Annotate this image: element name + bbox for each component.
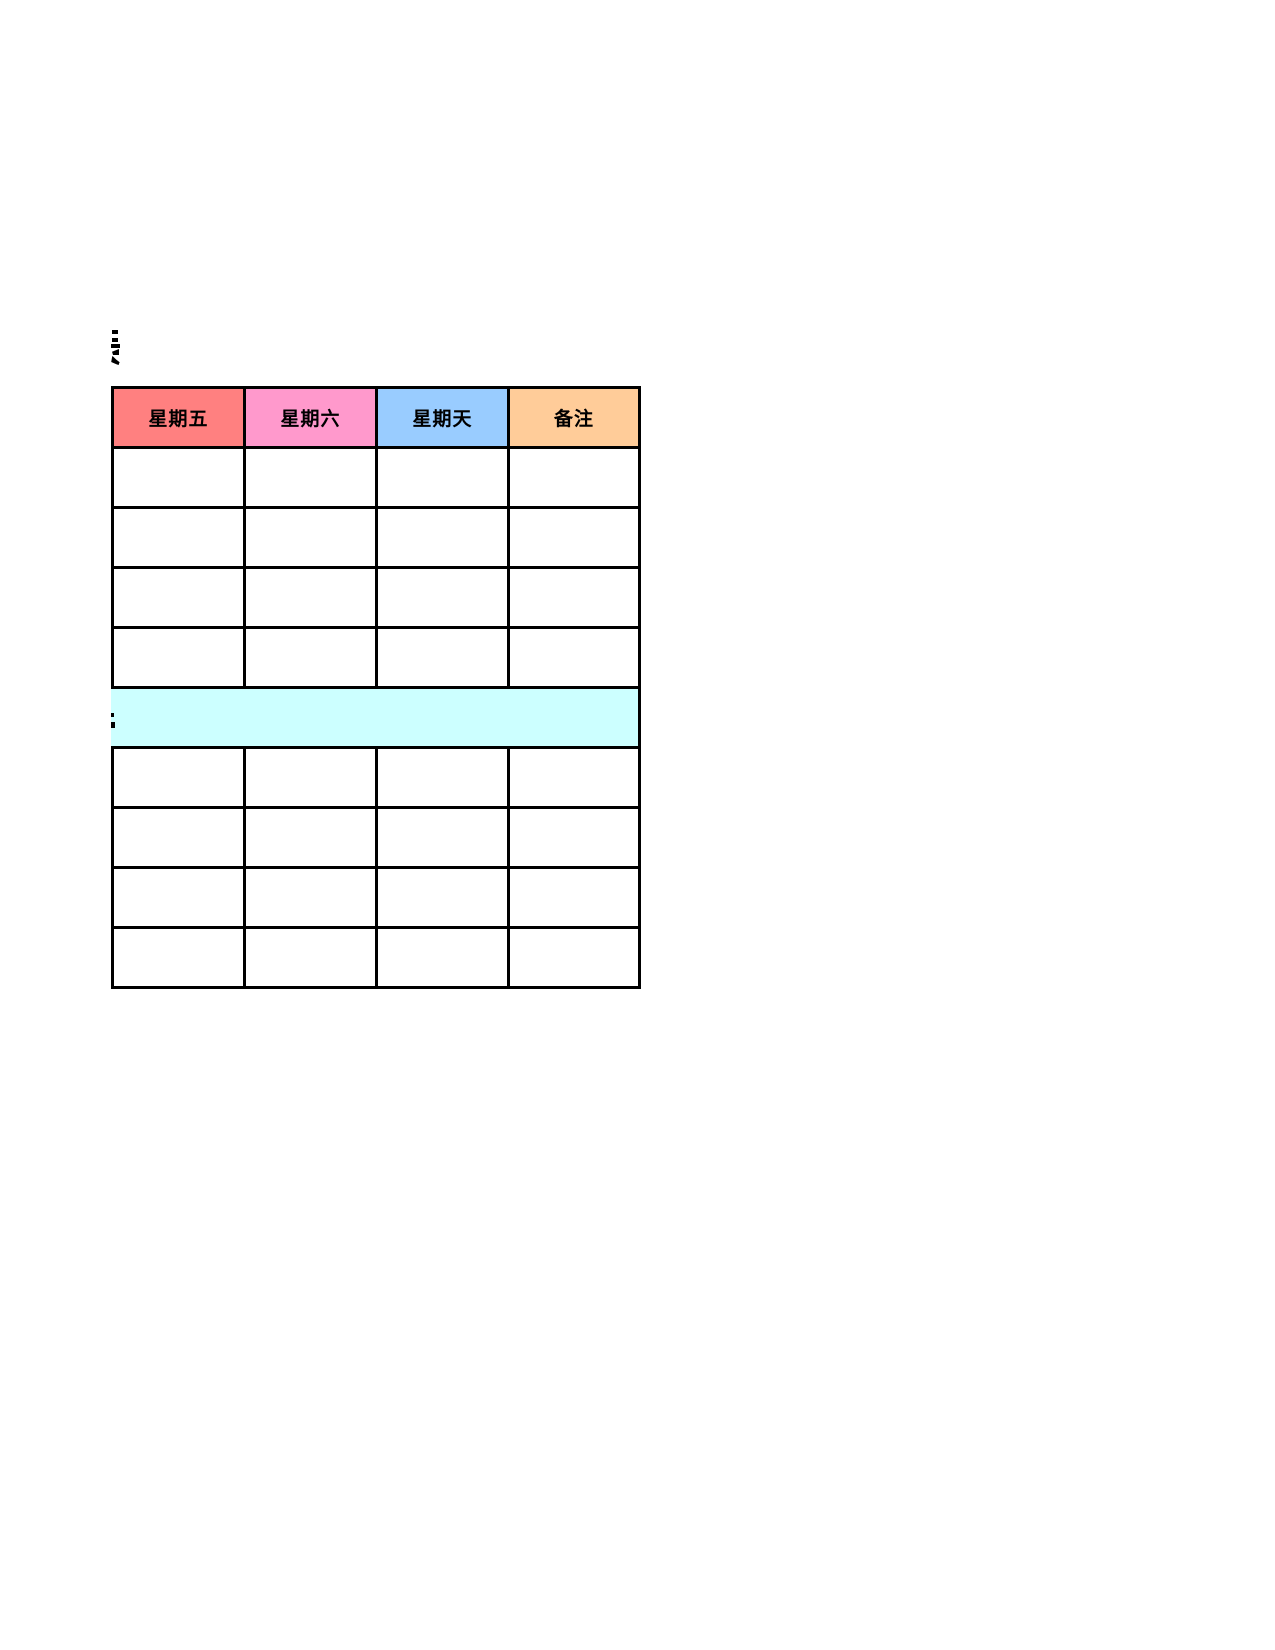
table-cell bbox=[375, 446, 510, 509]
table-cell bbox=[243, 566, 378, 629]
table-cell bbox=[111, 506, 246, 569]
header-cell-sunday: 星期天 bbox=[375, 386, 510, 449]
divider-row bbox=[111, 686, 641, 749]
header-cell-remarks: 备注 bbox=[507, 386, 641, 449]
table-row bbox=[111, 566, 641, 629]
table-cell bbox=[111, 446, 246, 509]
table-cell bbox=[111, 866, 246, 929]
clipped-text-fragment-divider bbox=[111, 713, 116, 729]
table-cell bbox=[243, 746, 378, 809]
table-cell bbox=[507, 746, 641, 809]
divider-cell bbox=[111, 686, 641, 749]
table-cell bbox=[111, 926, 246, 989]
table-row bbox=[111, 626, 641, 689]
table-cell bbox=[507, 566, 641, 629]
table-cell bbox=[111, 566, 246, 629]
table-cell bbox=[243, 926, 378, 989]
table-cell bbox=[375, 506, 510, 569]
header-cell-saturday: 星期六 bbox=[243, 386, 378, 449]
table-cell bbox=[507, 866, 641, 929]
clipped-text-fragment-top bbox=[111, 330, 121, 366]
table-cell bbox=[507, 506, 641, 569]
table-cell bbox=[375, 626, 510, 689]
table-cell bbox=[243, 866, 378, 929]
table-row bbox=[111, 746, 641, 809]
duty-roster-table: 星期五 星期六 星期天 备注 bbox=[111, 386, 641, 989]
table-cell bbox=[375, 926, 510, 989]
table-row bbox=[111, 866, 641, 929]
table-cell bbox=[243, 506, 378, 569]
table-cell bbox=[375, 566, 510, 629]
table-cell bbox=[375, 866, 510, 929]
table-row bbox=[111, 806, 641, 869]
table-cell bbox=[243, 626, 378, 689]
table-cell bbox=[111, 746, 246, 809]
table-row bbox=[111, 446, 641, 509]
table-cell bbox=[111, 626, 246, 689]
table-cell bbox=[507, 446, 641, 509]
table-cell bbox=[375, 806, 510, 869]
table-cell bbox=[507, 626, 641, 689]
table-row bbox=[111, 926, 641, 989]
header-row: 星期五 星期六 星期天 备注 bbox=[111, 386, 641, 449]
table-cell bbox=[243, 806, 378, 869]
table-cell bbox=[243, 446, 378, 509]
table-row bbox=[111, 506, 641, 569]
table-cell bbox=[111, 806, 246, 869]
header-cell-friday: 星期五 bbox=[111, 386, 246, 449]
table-cell bbox=[507, 806, 641, 869]
table-cell bbox=[375, 746, 510, 809]
table-cell bbox=[507, 926, 641, 989]
